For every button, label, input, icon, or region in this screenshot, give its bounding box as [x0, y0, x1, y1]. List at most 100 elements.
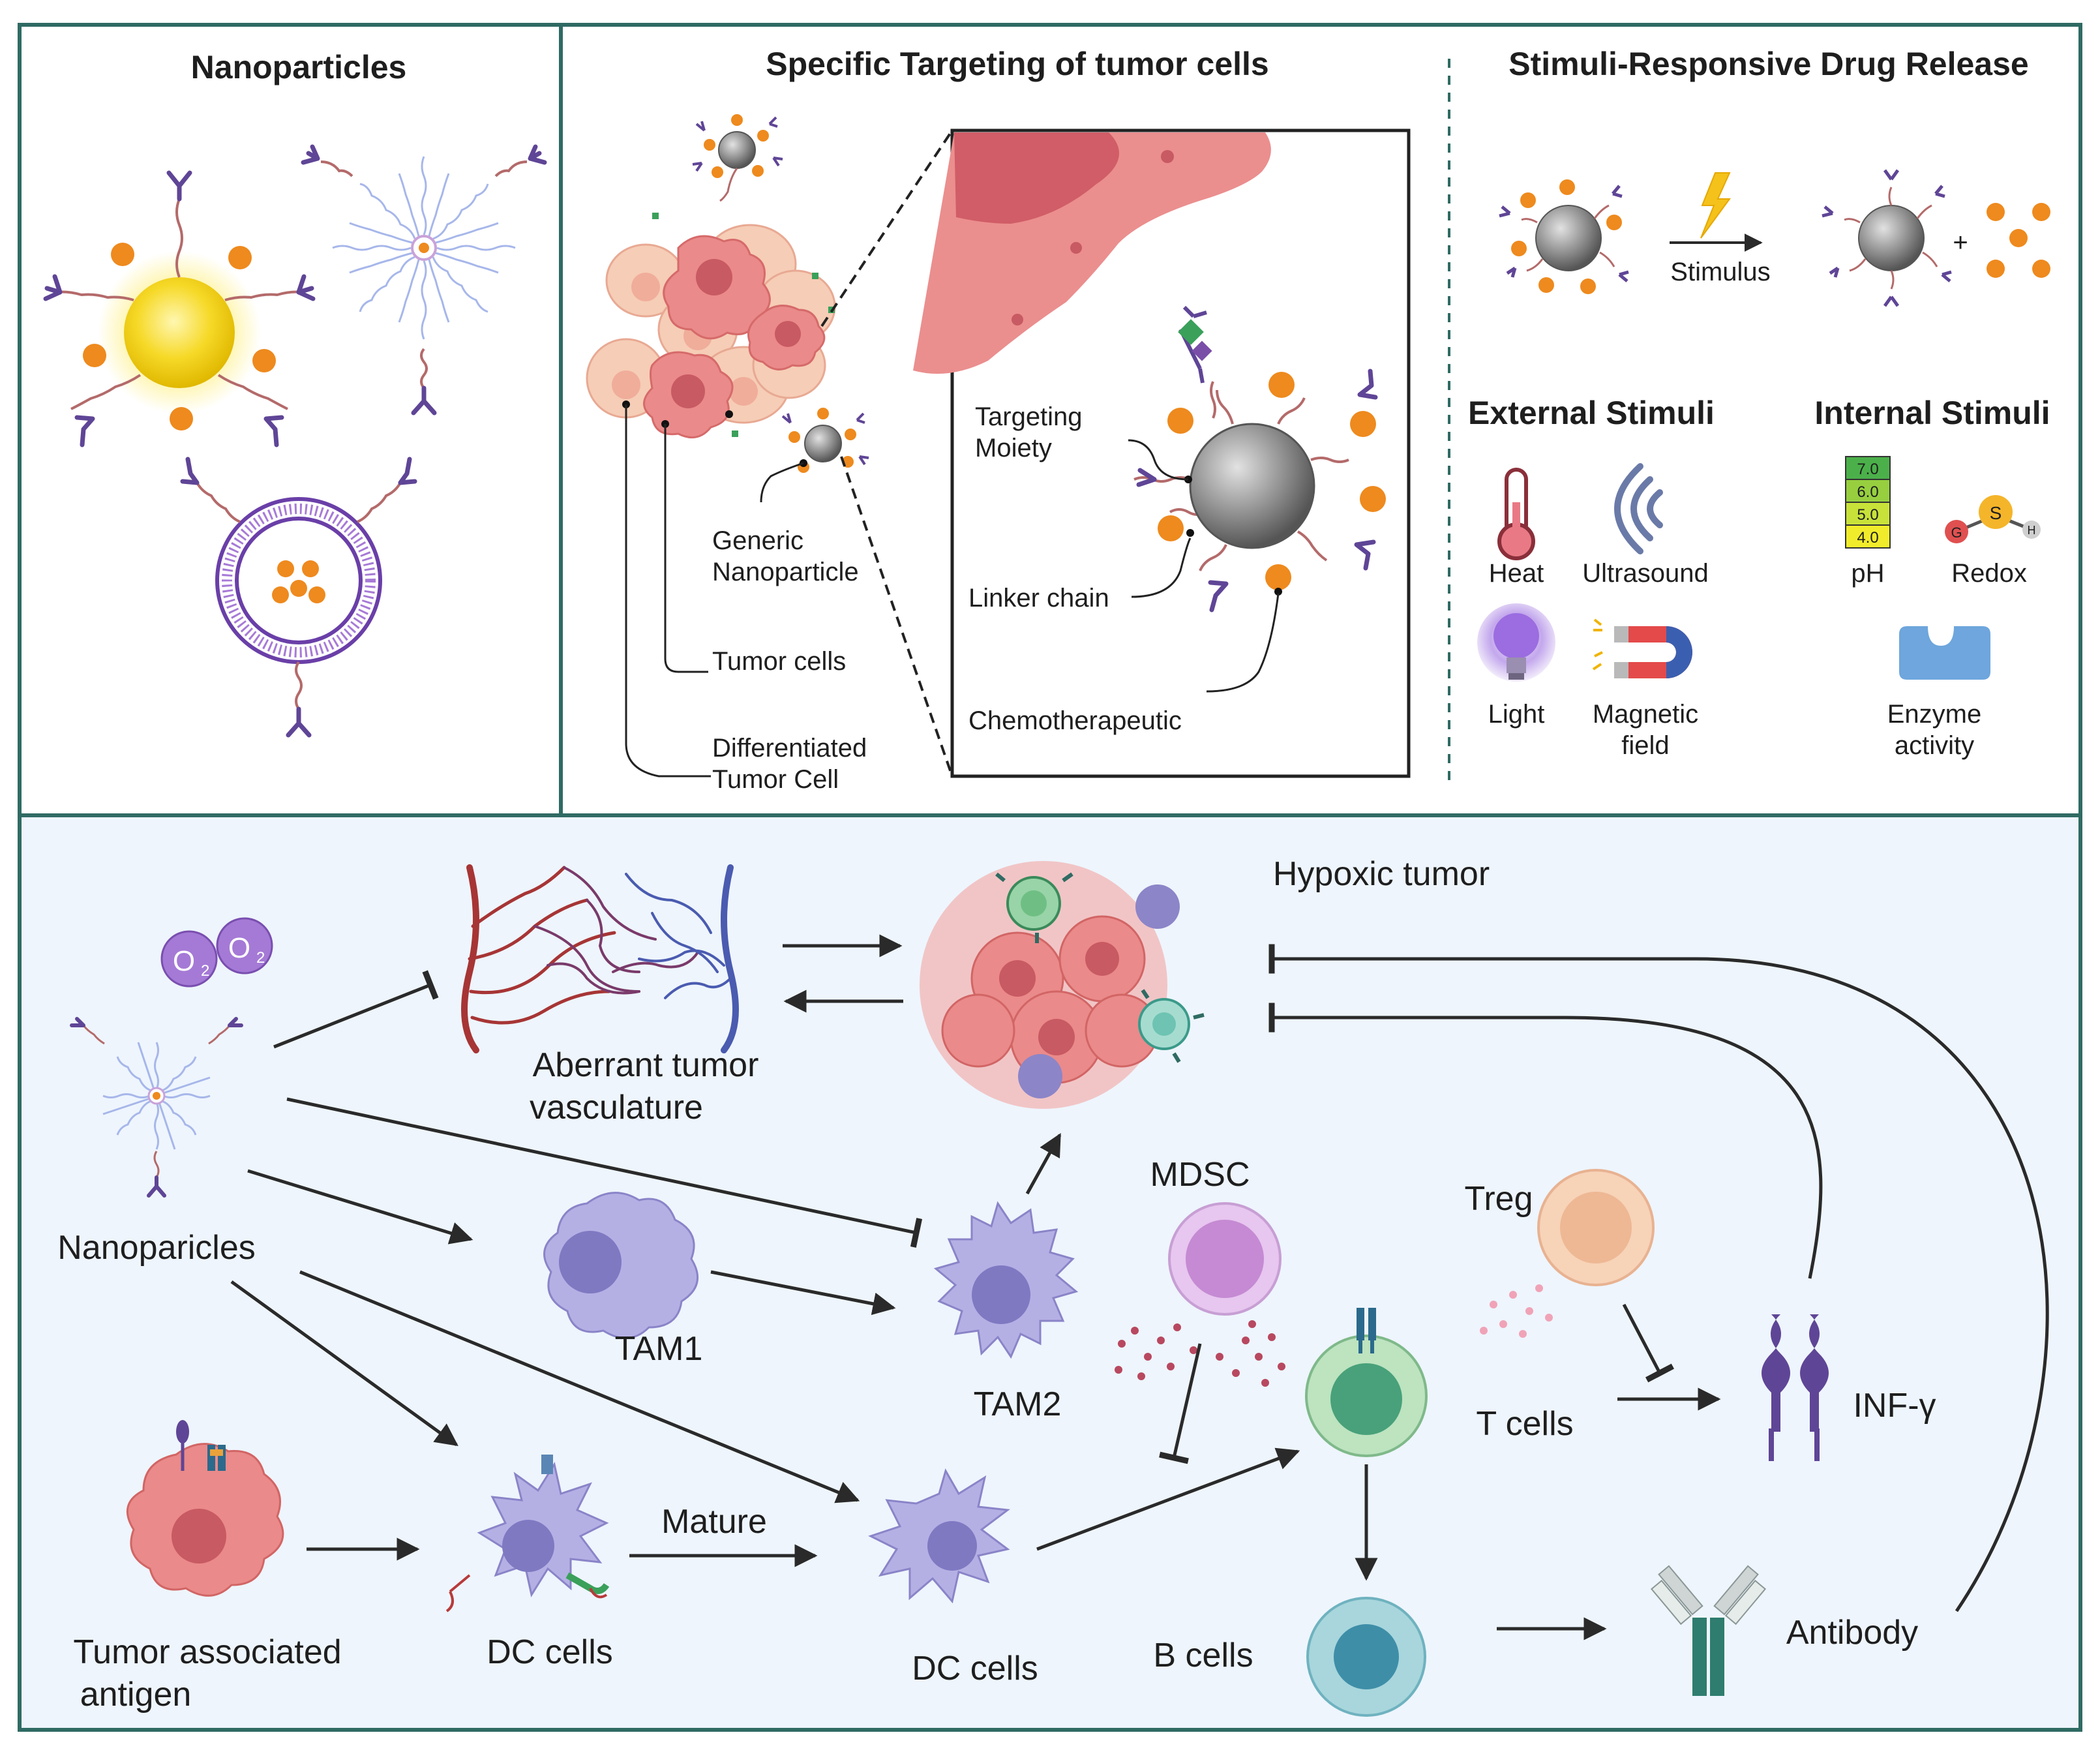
dc-cells-label-2: DC cells: [912, 1650, 1038, 1687]
liposome-nanoparticle: [180, 457, 417, 738]
tam1-cell: [543, 1192, 699, 1339]
small-nanoparticle-bottom: [781, 408, 869, 473]
magnetic-label-1: Magnetic: [1593, 700, 1698, 729]
label-generic-nanoparticle-2: Nanoparticle: [712, 558, 859, 586]
inhibit-treg: [1622, 1303, 1675, 1383]
ph-value-2: 5.0: [1857, 506, 1878, 524]
tam2-cell: [933, 1201, 1079, 1359]
o2-label-1: O: [173, 945, 195, 977]
zoom-guides: [820, 129, 953, 777]
mdsc-secretion-dots: [1115, 1320, 1285, 1387]
b-cells-label: B cells: [1153, 1637, 1253, 1674]
inhibit-inf-to-tumor: [1268, 1003, 1823, 1279]
ph-strip-icon: 7.0 6.0 5.0 4.0: [1845, 456, 1891, 549]
t-cell: [1305, 1308, 1428, 1457]
external-stimuli-title: External Stimuli: [1468, 395, 1715, 431]
ph-value-0: 7.0: [1857, 461, 1878, 478]
t-cells-label: T cells: [1476, 1405, 1573, 1443]
panel-nanoparticles: [18, 23, 563, 817]
dc-cells-label-1: DC cells: [487, 1633, 613, 1671]
dc-cell-mature: [868, 1468, 1010, 1604]
aberrant-label-1: Aberrant tumor: [533, 1046, 759, 1084]
inhibit-antibody-to-tumor: [1268, 944, 2049, 1612]
hypoxic-tumor-label: Hypoxic tumor: [1273, 855, 1490, 893]
np-after-stimulus: [1822, 169, 1952, 307]
redox-h: H: [2028, 524, 2036, 537]
mdsc-cell: [1168, 1202, 1282, 1316]
micelle-nanoparticle: [301, 144, 547, 415]
mature-label: Mature: [661, 1503, 767, 1541]
plus-sign: +: [1953, 228, 1968, 257]
stimuli-title: Stimuli-Responsive Drug Release: [1508, 46, 2028, 82]
light-bulb-icon: [1477, 603, 1555, 682]
enzyme-label-1: Enzyme: [1887, 700, 1982, 729]
magnetic-label-2: field: [1621, 731, 1669, 760]
arrow-dc-to-tcell: [1036, 1447, 1300, 1551]
label-tumor-cells: Tumor cells: [712, 647, 846, 676]
stimulus-label: Stimulus: [1670, 258, 1770, 286]
ph-label: pH: [1851, 559, 1884, 588]
released-drug: [1987, 203, 2050, 278]
o2-label-2: O: [228, 932, 250, 964]
label-differentiated-1: Differentiated: [712, 734, 867, 763]
label-generic-nanoparticle-1: Generic: [712, 526, 803, 555]
stimulus-arrow: [1670, 172, 1763, 252]
tam2-label: TAM2: [974, 1385, 1062, 1423]
treg-label: Treg: [1465, 1180, 1533, 1218]
magnet-icon: [1592, 618, 1692, 678]
label-targeting-moiety-1: Targeting: [975, 402, 1083, 431]
tumor-antigen-label-1: Tumor associated: [73, 1633, 341, 1671]
enzyme-label-2: activity: [1895, 731, 1974, 760]
micelle-nanoparticle-small: [70, 1017, 243, 1198]
inhibit-tam2: [286, 1097, 923, 1248]
internal-stimuli-title: Internal Stimuli: [1814, 395, 2050, 431]
dc-cell-immature: [445, 1455, 610, 1612]
arrows: [230, 934, 2049, 1640]
treg-secretion-dots: [1480, 1284, 1553, 1338]
ph-value-1: 6.0: [1857, 483, 1878, 501]
enzyme-icon: [1899, 626, 1990, 680]
b-cell: [1306, 1597, 1426, 1717]
ultrasound-label: Ultrasound: [1582, 559, 1708, 588]
inhibit-vasculature: [273, 970, 439, 1049]
gold-nanoparticle: [43, 170, 316, 447]
light-label: Light: [1488, 700, 1545, 729]
arrow-tam2-to-tumor: [1025, 1132, 1062, 1195]
targeting-title: Specific Targeting of tumor cells: [766, 46, 1268, 82]
redox-g: G: [1951, 524, 1962, 541]
zoomed-nanoparticle: [1133, 305, 1386, 612]
o2-sub-2: 2: [256, 949, 265, 967]
tumor-antigen-label-2: antigen: [80, 1676, 192, 1714]
label-linker-chain: Linker chain: [968, 584, 1109, 612]
tumor-cell-cluster: [586, 213, 836, 439]
aberrant-vasculature: [461, 864, 739, 1053]
tumor-antigen-cell: [126, 1420, 284, 1597]
nanoparticles-title: Nanoparticles: [191, 49, 407, 85]
heat-label: Heat: [1489, 559, 1544, 588]
mdsc-label: MDSC: [1150, 1156, 1250, 1194]
label-chemotherapeutic: Chemotherapeutic: [968, 706, 1182, 735]
label-differentiated-2: Tumor Cell: [712, 765, 839, 794]
zoomed-tumor-cell: [913, 132, 1271, 374]
redox-label: Redox: [1951, 559, 2027, 588]
callout-lines: [625, 404, 1280, 778]
ultrasound-icon: [1614, 463, 1663, 554]
hypoxic-tumor: [920, 861, 1205, 1109]
aberrant-label-2: vasculature: [530, 1089, 703, 1126]
arrow-to-dc2: [299, 1270, 860, 1503]
arrow-tam1-to-tam2: [710, 1270, 896, 1316]
arrow-to-dc1: [230, 1280, 458, 1447]
inf-gamma-receptor-icon: [1762, 1314, 1829, 1461]
tam1-label: TAM1: [615, 1330, 703, 1368]
antibody-icon: [1650, 1565, 1767, 1696]
ph-value-3: 4.0: [1857, 529, 1878, 547]
antibody-label: Antibody: [1786, 1614, 1918, 1652]
o2-molecules-icon: O 2 O 2: [160, 917, 273, 988]
thermometer-icon: [1497, 468, 1535, 560]
np-before-stimulus: [1499, 179, 1629, 294]
treg-cell: [1537, 1169, 1655, 1286]
redox-s: S: [1990, 503, 2002, 523]
o2-sub-1: 2: [201, 962, 209, 980]
redox-molecule-icon: G S H: [1945, 495, 2041, 543]
